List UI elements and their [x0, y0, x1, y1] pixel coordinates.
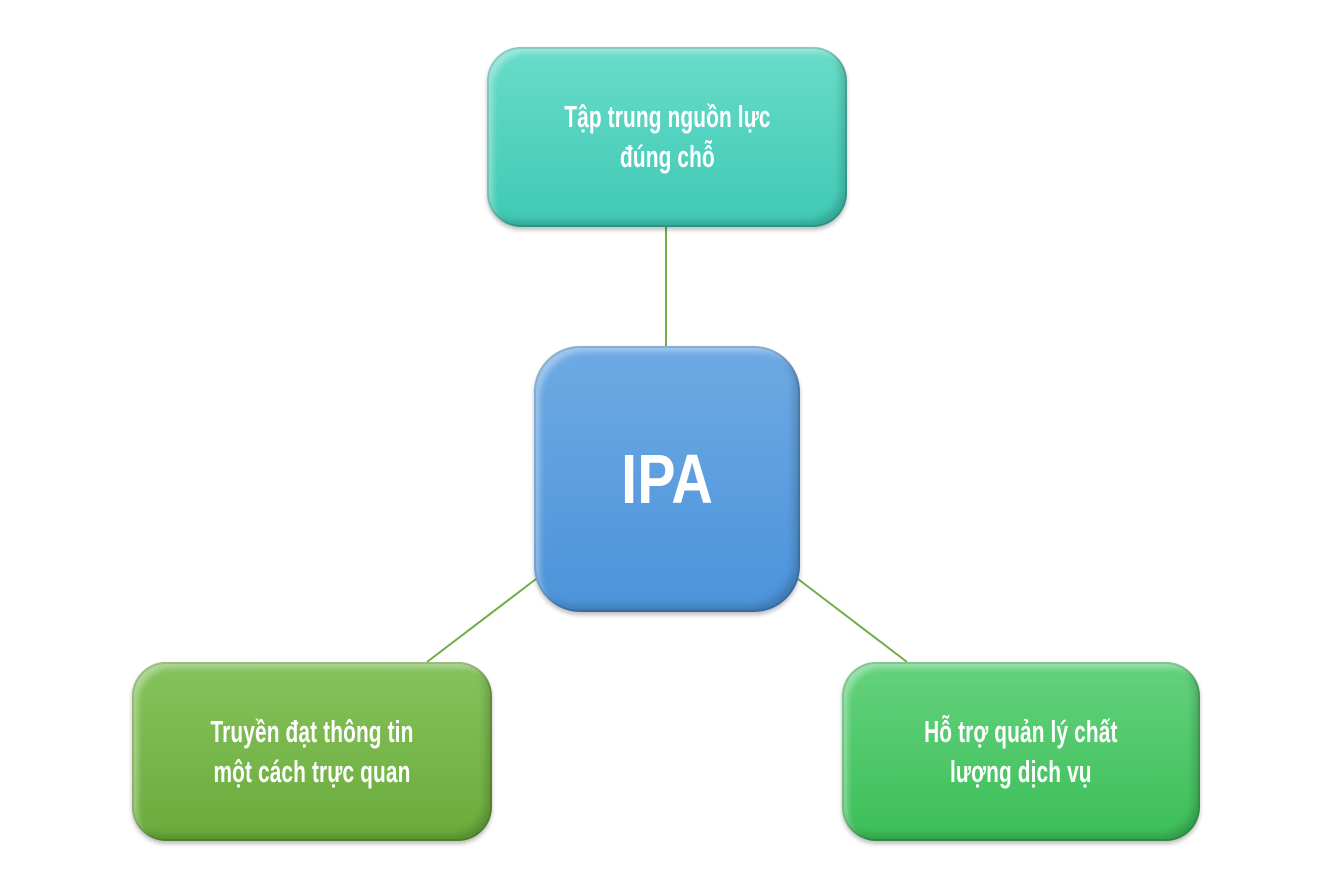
- center-label: IPA: [621, 440, 713, 518]
- node-right-text: Hỗ trợ quản lý chất lượng dịch vụ: [903, 712, 1139, 792]
- node-top-text: Tập trung nguồn lực đúng chỗ: [541, 97, 793, 177]
- node-ho-tro-quan-ly: Hỗ trợ quản lý chất lượng dịch vụ: [842, 662, 1200, 841]
- connector-left: [426, 578, 537, 663]
- connector-right: [797, 578, 908, 663]
- node-right-line2: lượng dịch vụ: [950, 753, 1092, 789]
- center-node-ipa: IPA: [534, 346, 800, 612]
- node-left-line1: Truyền đạt thông tin: [210, 713, 414, 749]
- node-right-line1: Hỗ trợ quản lý chất: [924, 713, 1118, 749]
- node-top-line2: đúng chỗ: [619, 139, 715, 174]
- node-truyen-dat-thong-tin: Truyền đạt thông tin một cách trực quan: [132, 662, 492, 841]
- node-tap-trung-nguon-luc: Tập trung nguồn lực đúng chỗ: [487, 47, 847, 227]
- node-left-text: Truyền đạt thông tin một cách trực quan: [188, 712, 436, 792]
- node-top-line1: Tập trung nguồn lực: [563, 99, 771, 134]
- node-left-line2: một cách trực quan: [213, 753, 411, 789]
